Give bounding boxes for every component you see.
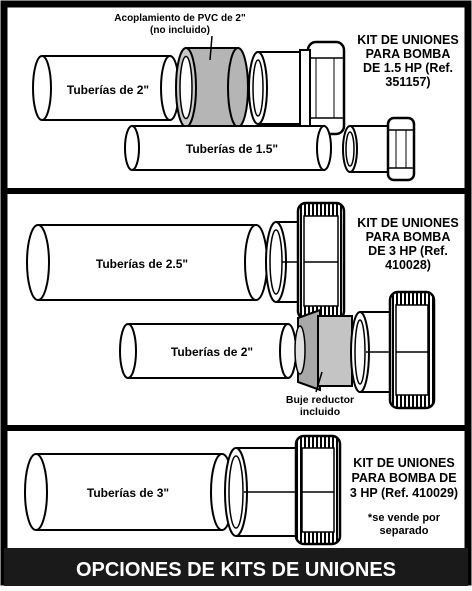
kit-2-title-line3: DE 3 HP (Ref. — [368, 244, 448, 258]
union-3hp-c — [224, 434, 342, 546]
sold-separately-line1: *se vende por — [368, 512, 441, 524]
pipe-1-5in — [124, 125, 332, 171]
pipe-2-5in — [26, 224, 268, 301]
kit-3-title-line1: KIT DE UNIONES — [353, 456, 454, 470]
pipe-2-5in-label: Tuberías de 2.5" — [96, 257, 188, 271]
sold-separately-line2: separado — [380, 525, 429, 537]
kit-3-title-line2: PARA BOMBA DE — [351, 471, 456, 485]
union-tail-2in — [248, 51, 307, 125]
pipe-3in-label: Tuberías de 3" — [87, 486, 169, 500]
kit-1-title-line3: DE 1.5 HP (Ref. — [363, 61, 453, 75]
union-1-5in — [342, 116, 416, 182]
divider-2 — [4, 425, 468, 431]
reducer-bushing — [294, 308, 353, 392]
bushing-leader — [315, 371, 323, 393]
kit-3-title-line3: 3 HP (Ref. 410029) — [350, 486, 458, 500]
kit-2-title-line1: KIT DE UNIONES — [357, 216, 458, 230]
coupling-leader — [209, 35, 213, 61]
footer-banner — [4, 548, 468, 586]
panel-2: Tuberías de 2.5" KIT DE UNIONES PARA BOM… — [26, 201, 459, 418]
kit-1-title-line4: 351157) — [385, 75, 430, 89]
union-3hp-b — [350, 290, 436, 410]
pipe-2in — [32, 55, 180, 121]
pipe-2in-label: Tuberías de 2" — [67, 83, 149, 97]
kit-1-title-line2: PARA BOMBA — [366, 47, 451, 61]
coupling-callout-line2: (no incluido) — [150, 25, 210, 36]
pipe-1-5in-label: Tuberías de 1.5" — [186, 142, 278, 156]
pvc-coupling — [175, 47, 249, 128]
kit-1-title-line1: KIT DE UNIONES — [357, 33, 458, 47]
kit-2-title-line2: PARA BOMBA — [366, 230, 451, 244]
coupling-callout-line1: Acoplamiento de PVC de 2" — [114, 13, 246, 24]
pipe-2in-b-label: Tuberías de 2" — [171, 345, 253, 359]
panel-1: Tuberías de 2" Acoplamiento de PVC de 2"… — [32, 13, 459, 182]
bushing-callout-line1: Buje reductor — [286, 394, 354, 406]
footer-title: OPCIONES DE KITS DE UNIONES — [76, 559, 396, 581]
divider-1 — [4, 188, 468, 194]
kit-2-title-line4: 410028) — [385, 258, 431, 272]
pipe-2in-b — [119, 323, 297, 379]
union-3hp-a — [265, 201, 346, 321]
union-nut-1 — [299, 40, 346, 136]
bushing-callout-line2: incluido — [300, 406, 340, 418]
panel-3: Tuberías de 3" KIT DE UNIONES PARA BOMBA… — [24, 434, 458, 546]
